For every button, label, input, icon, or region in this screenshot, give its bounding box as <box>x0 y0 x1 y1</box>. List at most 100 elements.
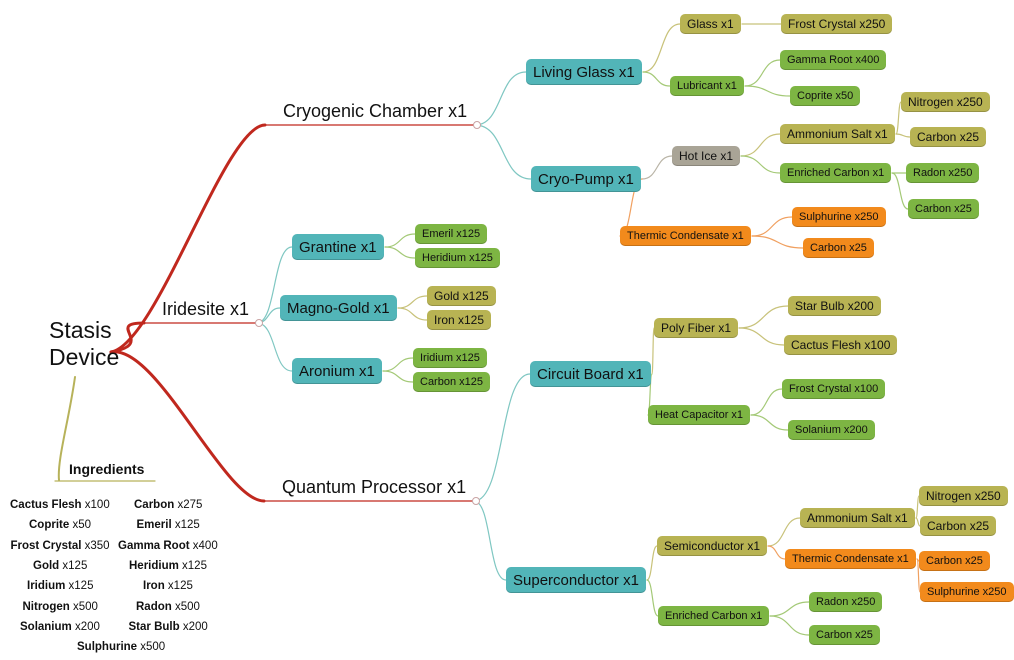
node-iridium-125[interactable]: Iridium x125 <box>413 348 487 368</box>
ingredient-qty: x50 <box>69 519 91 532</box>
connector-line <box>382 370 414 383</box>
node-carbon-25-a[interactable]: Carbon x25 <box>910 127 987 147</box>
ingredient-item: Star Bulb x200 <box>129 621 208 633</box>
node-carbon-25-b[interactable]: Carbon x25 <box>908 199 979 219</box>
node-glass[interactable]: Glass x1 <box>680 14 741 34</box>
ingredient-item: Iridium x125 <box>27 580 93 592</box>
branch-handle[interactable] <box>472 497 480 505</box>
ingredient-name: Cactus Flesh <box>10 499 82 511</box>
node-frost-crystal-100[interactable]: Frost Crystal x100 <box>782 379 886 399</box>
branch-iridesite[interactable]: Iridesite x1 <box>162 299 250 319</box>
node-cactus-flesh-100[interactable]: Cactus Flesh x100 <box>784 335 898 355</box>
node-thermic-condensate-a[interactable]: Thermic Condensate x1 <box>620 226 751 246</box>
ingredients-branch-line <box>57 376 76 481</box>
root-node[interactable]: Stasis Device <box>49 317 119 371</box>
node-radon-250-b[interactable]: Radon x250 <box>809 592 883 612</box>
branch-handle[interactable] <box>255 319 263 327</box>
node-carbon-25-f[interactable]: Carbon x25 <box>809 625 880 645</box>
node-circuit-board[interactable]: Circuit Board x1 <box>530 361 651 387</box>
connector-line <box>384 233 416 248</box>
connector-line <box>738 305 789 329</box>
node-star-bulb-200[interactable]: Star Bulb x200 <box>788 296 881 316</box>
connector-line <box>915 517 921 527</box>
branch-handle[interactable] <box>473 121 481 129</box>
ingredient-qty: x125 <box>59 559 88 572</box>
node-heridium-125[interactable]: Heridium x125 <box>415 248 500 268</box>
ingredient-qty: x500 <box>69 600 98 613</box>
connector-line <box>891 172 909 210</box>
ingredient-name: Solanium <box>20 620 72 633</box>
connector-line <box>646 579 659 617</box>
connector-line <box>744 59 781 87</box>
node-sulphurine-250-a[interactable]: Sulphurine x250 <box>792 207 886 227</box>
node-hot-ice[interactable]: Hot Ice x1 <box>672 146 741 166</box>
main-branch-line <box>109 350 266 503</box>
ingredient-name: Emeril <box>136 519 172 532</box>
ingredient-item: Carbon x275 <box>134 499 202 511</box>
node-magno-gold[interactable]: Magno-Gold x1 <box>280 295 397 321</box>
node-thermic-condensate-b[interactable]: Thermic Condensate x1 <box>785 549 916 569</box>
connector-line <box>642 23 681 73</box>
node-lubricant[interactable]: Lubricant x1 <box>670 76 744 96</box>
branch-quantum-processor[interactable]: Quantum Processor x1 <box>282 477 467 497</box>
ingredient-name: Star Bulb <box>128 620 180 633</box>
node-aronium[interactable]: Aronium x1 <box>292 358 382 384</box>
connector-line <box>769 601 810 617</box>
ingredient-name: Heridium <box>129 559 179 572</box>
connector-line <box>738 327 785 346</box>
branch-cryogenic-chamber[interactable]: Cryogenic Chamber x1 <box>283 101 468 121</box>
node-carbon-125[interactable]: Carbon x125 <box>413 372 490 392</box>
ingredient-item: Coprite x50 <box>29 519 91 531</box>
connector-line <box>767 517 801 547</box>
node-superconductor[interactable]: Superconductor x1 <box>506 567 646 593</box>
ingredient-name: Nitrogen <box>22 600 70 613</box>
node-ammonium-salt-a[interactable]: Ammonium Salt x1 <box>780 124 895 144</box>
node-nitrogen-250-b[interactable]: Nitrogen x250 <box>919 486 1008 506</box>
connector-line <box>382 357 414 372</box>
connector-line <box>767 545 786 560</box>
node-iron-125[interactable]: Iron x125 <box>427 310 492 330</box>
node-emeril-125[interactable]: Emeril x125 <box>415 224 488 244</box>
node-gamma-root-400[interactable]: Gamma Root x400 <box>780 50 887 70</box>
node-carbon-25-c[interactable]: Carbon x25 <box>803 238 874 258</box>
node-sulphurine-250-b[interactable]: Sulphurine x250 <box>920 582 1014 602</box>
root-label-line2: Device <box>49 344 120 370</box>
ingredient-item: Iron x125 <box>143 580 193 592</box>
node-carbon-25-d[interactable]: Carbon x25 <box>920 516 997 536</box>
ingredient-item: Sulphurine x500 <box>77 641 165 653</box>
node-frost-crystal-250[interactable]: Frost Crystal x250 <box>781 14 893 34</box>
ingredient-item: Nitrogen x500 <box>23 601 98 613</box>
node-heat-capacitor[interactable]: Heat Capacitor x1 <box>648 405 751 425</box>
node-semiconductor[interactable]: Semiconductor x1 <box>657 536 768 556</box>
connector-line <box>895 133 911 138</box>
connector-line <box>256 322 293 372</box>
ingredient-qty: x125 <box>164 580 193 593</box>
node-nitrogen-250-a[interactable]: Nitrogen x250 <box>901 92 990 112</box>
node-coprite-50[interactable]: Coprite x50 <box>790 86 861 106</box>
node-poly-fiber[interactable]: Poly Fiber x1 <box>654 318 739 338</box>
connector-line <box>750 388 783 416</box>
node-radon-250-a[interactable]: Radon x250 <box>906 163 980 183</box>
connector-line <box>916 558 921 593</box>
ingredient-qty: x350 <box>81 539 110 552</box>
ingredient-item: Radon x500 <box>136 601 200 613</box>
node-solanium-200[interactable]: Solanium x200 <box>788 420 875 440</box>
connector-line <box>384 246 416 259</box>
node-cryo-pump[interactable]: Cryo-Pump x1 <box>531 166 641 192</box>
node-living-glass[interactable]: Living Glass x1 <box>526 59 642 85</box>
ingredients-title: Ingredients <box>69 461 145 477</box>
node-carbon-25-e[interactable]: Carbon x25 <box>919 551 990 571</box>
ingredient-name: Frost Crystal <box>10 539 82 552</box>
ingredient-qty: x200 <box>179 620 208 633</box>
ingredient-item: Gold x125 <box>33 560 87 572</box>
node-ammonium-salt-b[interactable]: Ammonium Salt x1 <box>800 508 915 528</box>
ingredient-item: Cactus Flesh x100 <box>10 499 110 511</box>
node-enriched-carbon-b[interactable]: Enriched Carbon x1 <box>658 606 770 626</box>
node-enriched-carbon-a[interactable]: Enriched Carbon x1 <box>780 163 892 183</box>
root-label-line1: Stasis <box>49 317 112 343</box>
ingredient-qty: x125 <box>171 519 200 532</box>
connector-line <box>895 101 902 135</box>
node-grantine[interactable]: Grantine x1 <box>292 234 384 260</box>
node-gold-125[interactable]: Gold x125 <box>427 286 496 306</box>
